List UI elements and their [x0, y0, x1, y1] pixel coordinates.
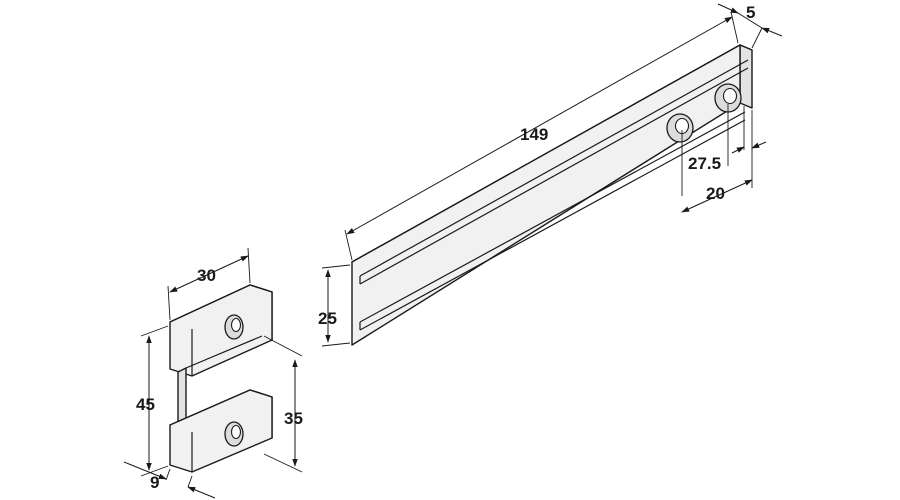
bracket-lower-front: [169, 389, 273, 473]
mounting-rail: [351, 44, 753, 346]
dim-bracket-slot: 35: [263, 335, 303, 473]
rail-hole-1: [666, 113, 694, 143]
label-hole-offset: 27.5: [688, 154, 721, 173]
dim-bracket-height: 45: [136, 325, 169, 477]
hanging-bracket: [169, 284, 273, 473]
label-rail-height: 25: [318, 309, 337, 328]
rail-groove-upper-2: [359, 67, 749, 285]
dim-bracket-depth: 9: [123, 461, 216, 499]
dim-hole-spacing: 20: [681, 104, 753, 213]
dim-bracket-width: 30: [167, 247, 251, 321]
label-bracket-width: 30: [197, 266, 216, 285]
bracket-upper-front: [169, 284, 273, 377]
label-bracket-depth: 9: [150, 473, 159, 492]
rail-groove-lower: [359, 111, 746, 323]
dim-rail-thickness: 5: [717, 3, 783, 49]
label-rail-thickness: 5: [746, 3, 755, 22]
dim-rail-height: 25: [318, 264, 351, 347]
label-bracket-height: 45: [136, 395, 155, 414]
label-hole-spacing: 20: [706, 184, 725, 203]
label-bracket-slot: 35: [284, 409, 303, 428]
bracket-hole-upper: [224, 314, 244, 340]
bracket-hole-lower: [224, 421, 244, 447]
rail-end-face: [739, 44, 753, 109]
label-rail-length: 149: [520, 125, 548, 144]
dim-rail-length: 149: [344, 11, 739, 261]
